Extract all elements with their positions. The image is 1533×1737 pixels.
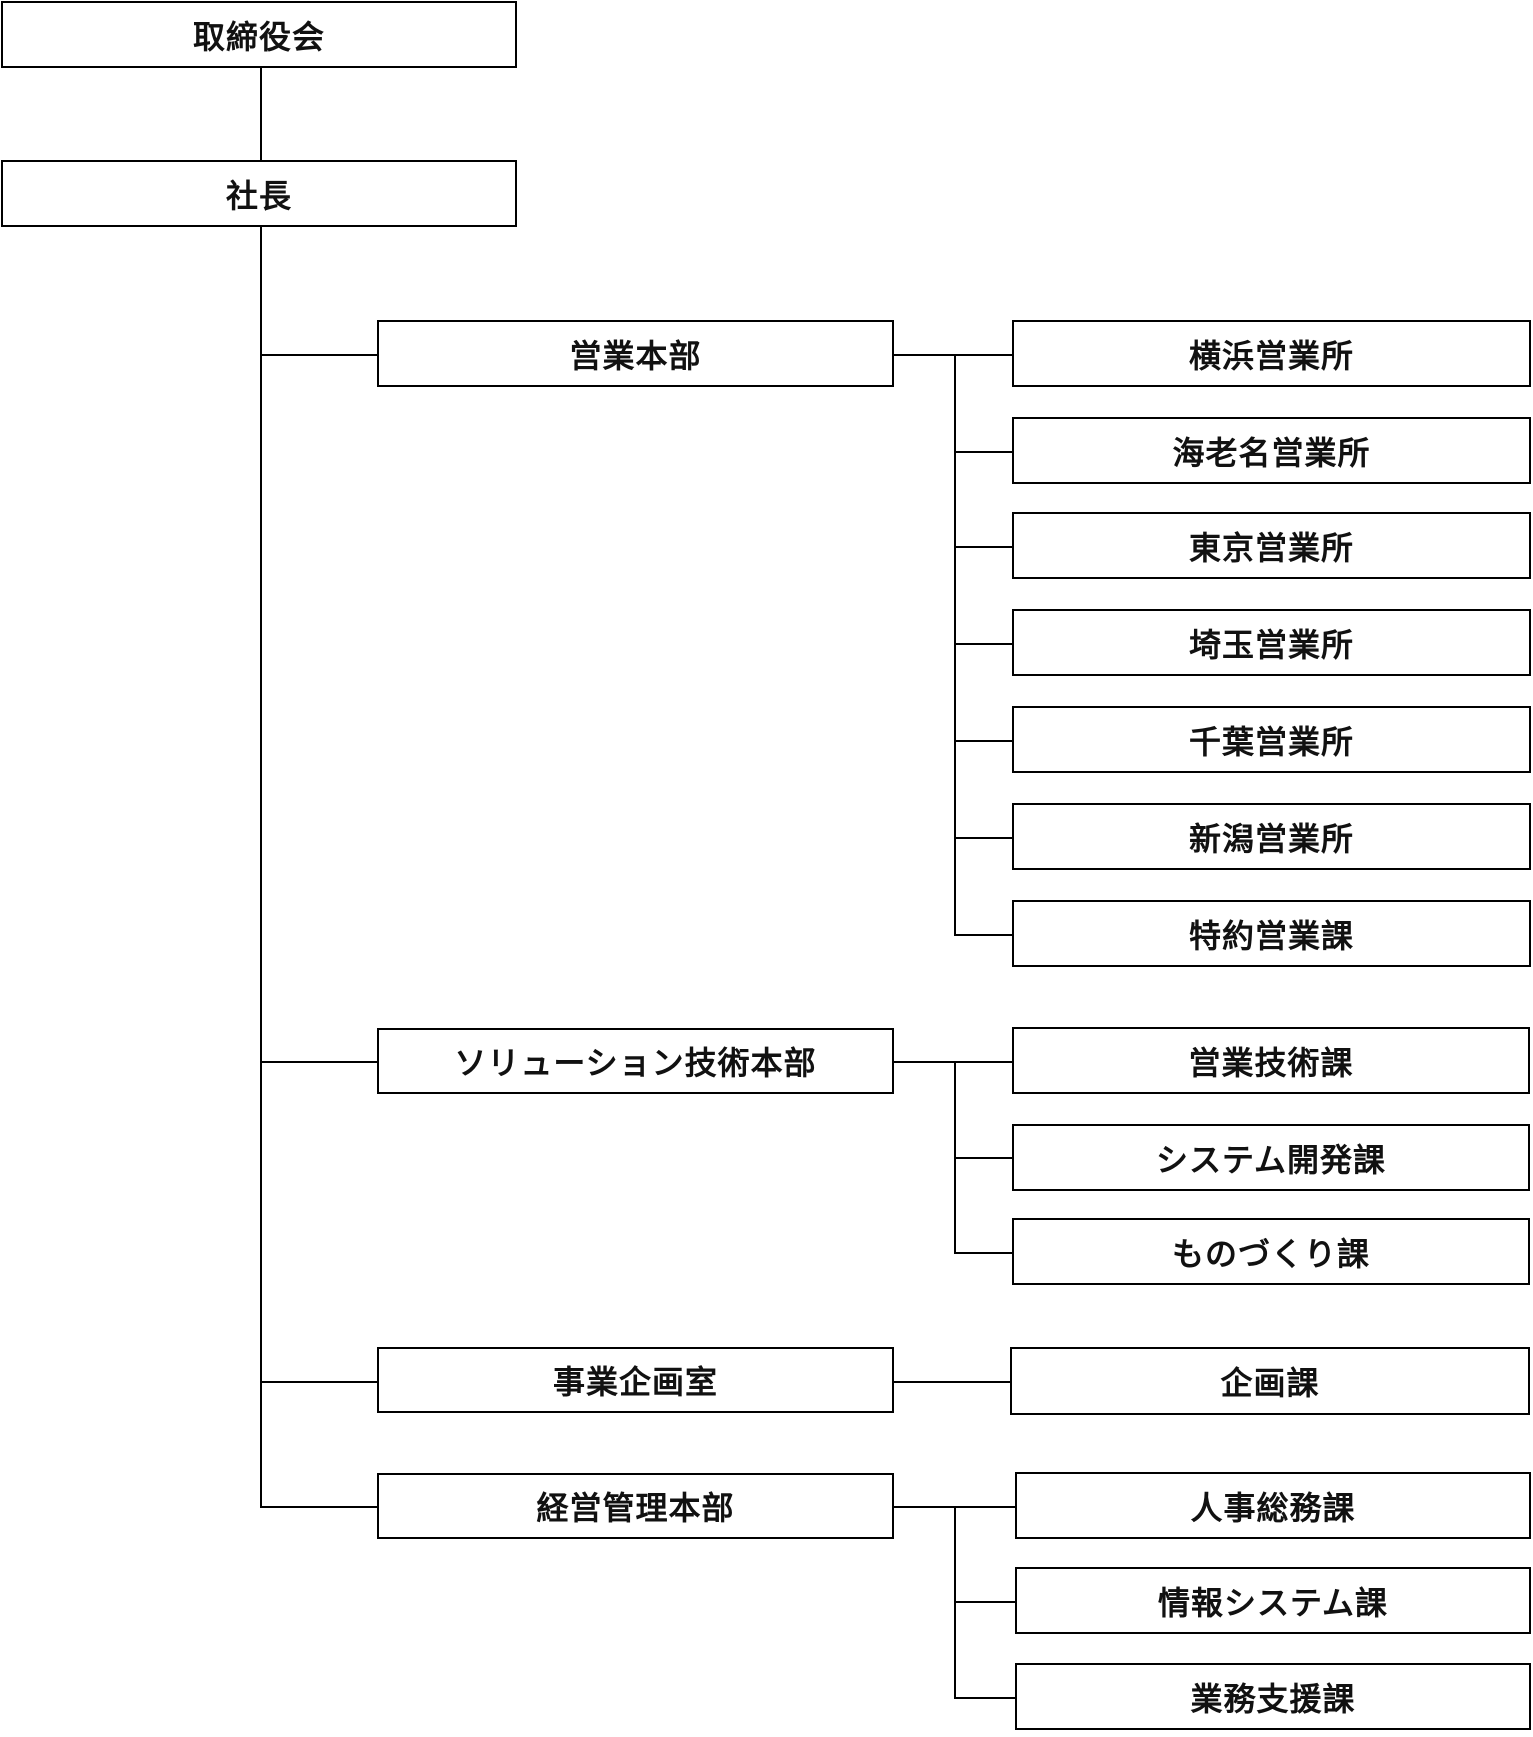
- division-admin-box: 経営管理本部: [377, 1473, 894, 1539]
- connector-solution-unit: [954, 1061, 1012, 1063]
- connector-trunk-planning: [260, 1381, 378, 1383]
- connector-admin-unit: [954, 1697, 1016, 1699]
- connector-planning-unit: [894, 1381, 1012, 1383]
- unit-box: 人事総務課: [1015, 1472, 1531, 1539]
- unit-box: 横浜営業所: [1012, 320, 1531, 387]
- division-solution-box: ソリューション技術本部: [377, 1028, 894, 1094]
- connector-admin-unit: [954, 1601, 1016, 1603]
- connector-sales-unit: [954, 740, 1012, 742]
- unit-box: 業務支援課: [1015, 1663, 1531, 1730]
- unit-box: 千葉営業所: [1012, 706, 1531, 773]
- connector-solution-unit: [954, 1252, 1012, 1254]
- unit-box: ものづくり課: [1012, 1218, 1530, 1285]
- connector-solution-unit: [954, 1157, 1012, 1159]
- unit-box: 新潟営業所: [1012, 803, 1531, 870]
- connector-trunk-solution: [260, 1061, 378, 1063]
- president-box: 社長: [1, 160, 517, 227]
- division-sales-box: 営業本部: [377, 320, 894, 387]
- connector-sales-unit: [954, 643, 1012, 645]
- unit-box: システム開発課: [1012, 1124, 1530, 1191]
- connector-sales-unit: [954, 837, 1012, 839]
- connector-admin-unit: [954, 1506, 1016, 1508]
- unit-box: 企画課: [1010, 1347, 1530, 1415]
- connector-sales-unit: [954, 451, 1012, 453]
- connector-sales-unit: [954, 354, 1012, 356]
- unit-box: 埼玉営業所: [1012, 609, 1531, 676]
- connector-trunk-sales: [260, 354, 378, 356]
- connector-sales-unit: [954, 546, 1012, 548]
- connector-sales-vertical: [954, 354, 956, 936]
- connector-president-trunk: [260, 227, 262, 1507]
- connector-solution-out: [894, 1061, 956, 1063]
- unit-box: 海老名営業所: [1012, 417, 1531, 484]
- board-box: 取締役会: [1, 1, 517, 68]
- division-planning-box: 事業企画室: [377, 1347, 894, 1413]
- unit-box: 情報システム課: [1015, 1567, 1531, 1634]
- unit-box: 特約営業課: [1012, 900, 1531, 967]
- connector-sales-out: [894, 354, 956, 356]
- unit-box: 営業技術課: [1012, 1027, 1530, 1094]
- unit-box: 東京営業所: [1012, 512, 1531, 579]
- connector-board-president: [260, 66, 262, 161]
- connector-admin-out: [894, 1506, 956, 1508]
- connector-trunk-admin: [260, 1506, 378, 1508]
- connector-sales-unit: [954, 934, 1012, 936]
